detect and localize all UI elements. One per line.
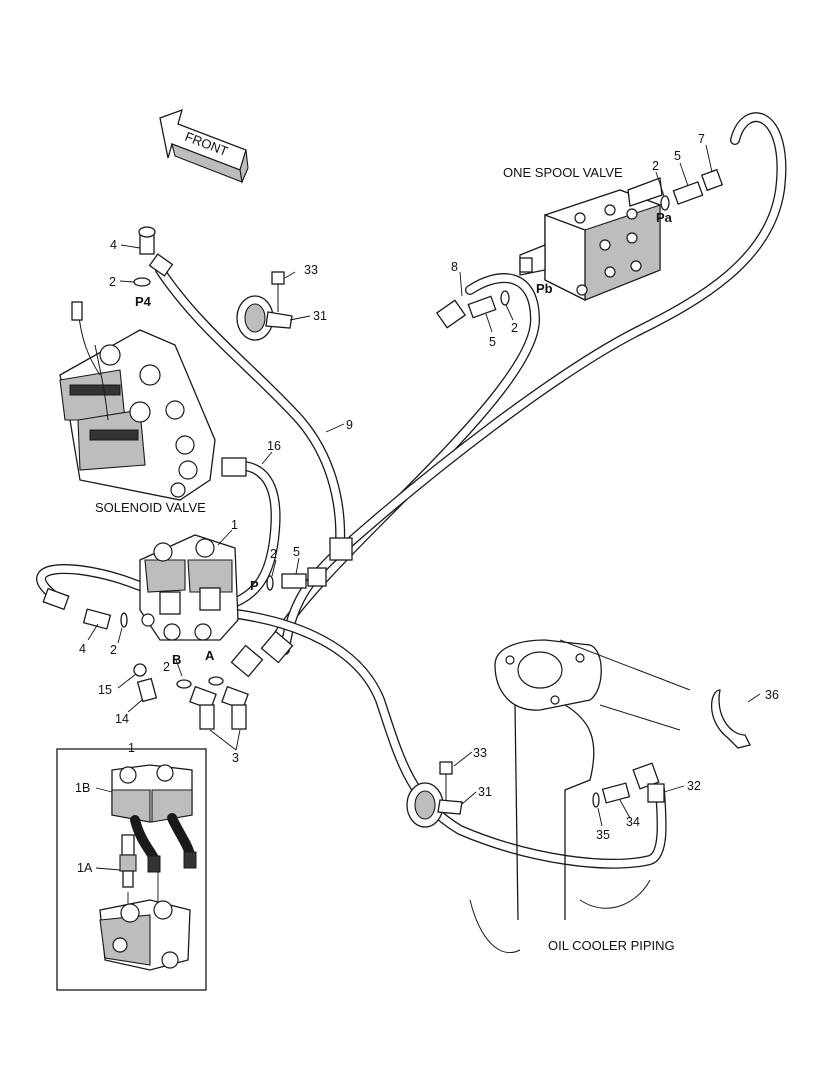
callout-inset-1: 1: [128, 741, 135, 755]
callout-31-top: 31: [313, 309, 327, 323]
leader-lines: [87, 144, 761, 871]
callout-9: 9: [346, 418, 353, 432]
callout-33-top: 33: [304, 263, 318, 277]
lower-solenoid-valve: [42, 534, 353, 730]
inset-solenoid-detail: [56, 748, 207, 991]
port-label-a: A: [205, 648, 215, 663]
clamps: [236, 271, 751, 828]
callout-33-bottom: 33: [473, 746, 487, 760]
callout-3: 3: [232, 751, 239, 765]
callout-2-top: 2: [109, 275, 116, 289]
callout-2-mid: 2: [511, 321, 518, 335]
port-label-p: P: [250, 578, 259, 593]
callout-5-p: 5: [293, 545, 300, 559]
callout-1: 1: [231, 518, 238, 532]
title-one-spool-valve: ONE SPOOL VALVE: [503, 165, 623, 180]
title-oil-cooler-piping: OIL COOLER PIPING: [548, 938, 675, 953]
callout-2-b: 2: [163, 660, 170, 674]
callout-8: 8: [451, 260, 458, 274]
callout-35: 35: [596, 828, 610, 842]
callout-16: 16: [267, 439, 281, 453]
callout-4-top: 4: [110, 238, 117, 252]
port-label-b: B: [172, 652, 181, 667]
one-spool-valve: [435, 168, 724, 329]
callout-7: 7: [698, 132, 705, 146]
callout-5-pa: 5: [674, 149, 681, 163]
callout-1b: 1B: [75, 781, 90, 795]
callout-1a: 1A: [77, 861, 93, 875]
callout-14: 14: [115, 712, 129, 726]
port-label-p4: P4: [135, 294, 152, 309]
callout-31-bottom: 31: [478, 785, 492, 799]
callout-5-mid: 5: [489, 335, 496, 349]
callout-34: 34: [626, 815, 640, 829]
callout-2-p: 2: [270, 547, 277, 561]
title-solenoid-valve: SOLENOID VALVE: [95, 500, 206, 515]
front-arrow: FRONT: [159, 108, 249, 184]
callout-32: 32: [687, 779, 701, 793]
callout-2-pa: 2: [652, 159, 659, 173]
callout-15: 15: [98, 683, 112, 697]
callout-4-left: 4: [79, 642, 86, 656]
port-label-pb: Pb: [536, 281, 553, 296]
callout-2-left: 2: [110, 643, 117, 657]
port-label-pa: Pa: [656, 210, 673, 225]
oil-cooler-pipe: [469, 639, 691, 953]
callout-36: 36: [765, 688, 779, 702]
solenoid-valve-assembly: [59, 226, 247, 501]
